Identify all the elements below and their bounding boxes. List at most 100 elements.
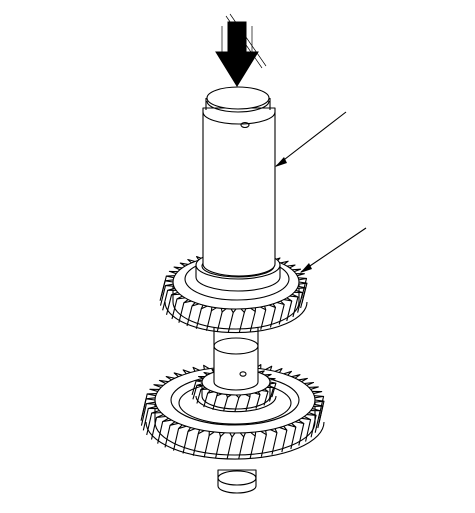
upper-gear-tooth [164, 283, 174, 287]
large-gear-tooth [149, 388, 160, 392]
large-gear-helix-line [141, 393, 148, 417]
leader-collar [300, 227, 367, 273]
oil-hole [239, 371, 247, 377]
large-gear-helix-line [290, 426, 297, 450]
tool-body [202, 107, 276, 277]
upper-gear-helix-line [292, 296, 299, 318]
upper-gear-helix-line [186, 305, 193, 327]
upper-gear-helix-line [159, 285, 167, 306]
upper-gear-helix-line [216, 311, 223, 333]
tool-neck [205, 98, 271, 110]
small-gear-helix-line [255, 394, 261, 409]
shaft-stub-ring [217, 470, 257, 486]
large-gear-helix-line [317, 405, 324, 429]
large-gear-tooth [314, 395, 325, 399]
large-gear-tooth [313, 403, 324, 407]
lower-shaft [213, 321, 259, 494]
large-gear-helix-line [157, 421, 164, 444]
upper-gear-tooth [164, 279, 174, 283]
large-gear-helix-line [305, 419, 312, 442]
small-gear-helix-line [271, 382, 277, 398]
upper-gear-helix-line [260, 309, 267, 330]
leader-lines [275, 111, 367, 273]
upper-gear-helix-line [160, 275, 167, 297]
small-gear-lower-edge [195, 395, 277, 413]
large-gear-tooth [145, 401, 156, 405]
large-gear-helix-line [238, 436, 245, 459]
large-gear-tooth [147, 405, 158, 410]
press-arrow-icon [215, 13, 267, 87]
large-gear-helix-line [260, 434, 267, 457]
shaft-stub [217, 469, 257, 494]
large-gear-helix-line [281, 429, 288, 453]
large-gear-tooth [250, 431, 257, 437]
large-gear-helix-line [146, 412, 153, 436]
upper-gear-helix-line [269, 307, 276, 328]
large-gear-helix-line [249, 435, 256, 459]
small-gear-helix-line [191, 380, 197, 396]
small-gear-helix-line [203, 392, 209, 408]
small-gear-tooth [203, 372, 211, 376]
large-gear-helix-line [192, 433, 199, 456]
large-gear-tooth [312, 390, 323, 395]
lower-shaft-groove [213, 337, 259, 355]
upper-gear-helix-line [205, 310, 212, 331]
large-gear-helix-line [142, 408, 149, 431]
small-gear-helix-line [268, 387, 275, 402]
upper-gear-helix-line [300, 287, 307, 309]
large-gear-tooth [218, 432, 225, 438]
small-gear-helix-line [245, 396, 251, 411]
large-gear-tooth [314, 399, 325, 403]
tool-mark [240, 121, 250, 129]
small-gear-helix-line [192, 385, 198, 400]
large-gear-helix-line [226, 436, 233, 460]
large-gear-helix-line [140, 403, 147, 426]
upper-gear-tooth [165, 275, 175, 279]
small-gear-helix-line [234, 397, 240, 412]
small-gear-helix-line [222, 397, 229, 412]
upper-gear-helix-line [238, 312, 245, 333]
small-gear-tooth [196, 383, 204, 387]
small-gear-helix-line [263, 391, 269, 406]
small-gear-tooth [258, 370, 265, 374]
upper-gear-helix-line [300, 278, 308, 299]
upper-gear-helix-line [227, 312, 234, 333]
upper-gear-tooth [298, 281, 308, 285]
upper-gear-helix-line [249, 311, 256, 332]
upper-gear-helix-line [178, 302, 185, 323]
arrow-head [215, 21, 259, 87]
large-gear-tooth [308, 386, 319, 390]
small-gear-helix-line [212, 395, 218, 410]
large-gear-tooth [229, 432, 236, 438]
upper-gear-helix-line [165, 294, 173, 315]
tool-shoulder [202, 111, 276, 125]
large-gear-helix-line [310, 415, 317, 438]
large-gear-helix-line [214, 436, 222, 459]
upper-gear-tooth [295, 273, 305, 277]
arrow-guides [221, 26, 253, 52]
large-gear-helix-line [271, 432, 278, 455]
large-gear-helix-line [173, 428, 180, 451]
tool-top-chamfer [206, 100, 270, 113]
small-gear-tooth [269, 381, 277, 385]
small-integral-gear [191, 365, 277, 413]
large-gear-helix-line [203, 435, 210, 458]
upper-gear-tooth [167, 287, 177, 291]
large-gear-lower-edge [145, 421, 325, 460]
tool-top-face [206, 86, 270, 110]
small-gear-tooth [235, 394, 242, 399]
large-gear-helix-line [318, 396, 325, 419]
large-gear-tooth [145, 397, 156, 401]
large-gear-helix-line [298, 423, 305, 446]
small-gear-tooth [268, 377, 276, 381]
upper-gear-tooth [230, 308, 237, 314]
upper-gear-helix-line [195, 308, 202, 329]
upper-gear-tooth [298, 277, 308, 281]
upper-gear-helix-line [162, 290, 169, 311]
upper-gear-helix-line [286, 300, 293, 322]
large-gear-helix-line [182, 431, 189, 454]
leader-tool-arrowhead [275, 157, 287, 167]
upper-gear-tooth [220, 308, 227, 313]
